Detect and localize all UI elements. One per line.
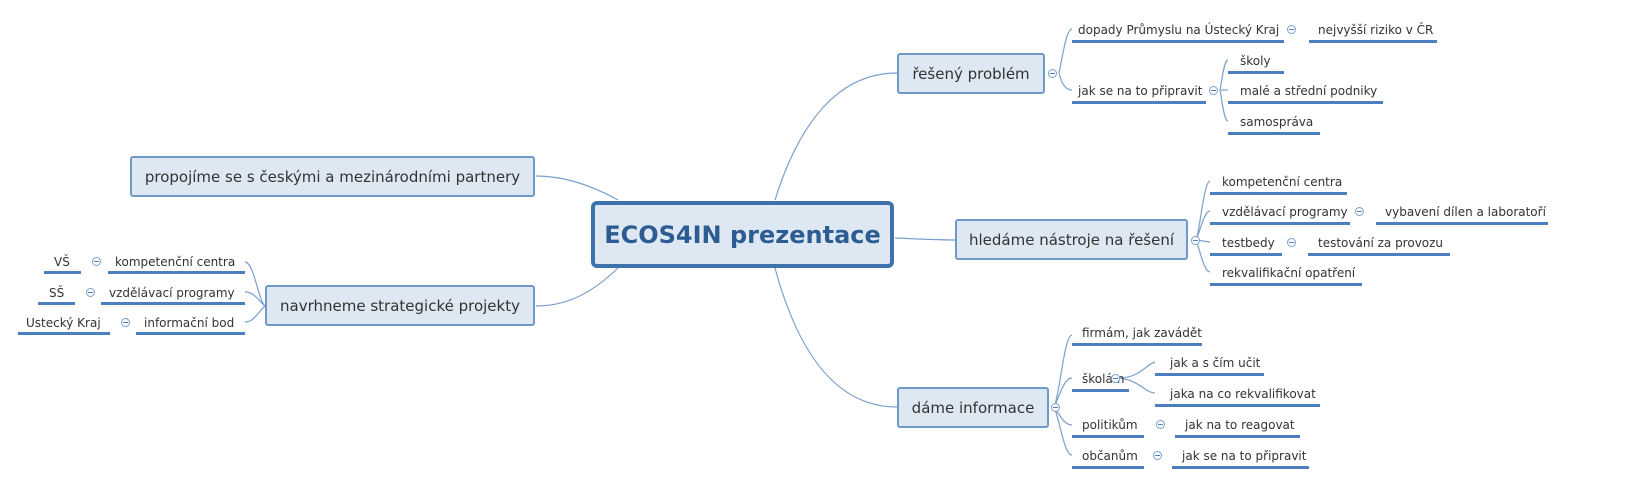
info-skolam-underline bbox=[1072, 389, 1129, 392]
projects-grandchild-vs-underline bbox=[44, 271, 81, 274]
projects-grandchild-ustecky[interactable]: Ustecký Kraj bbox=[26, 316, 101, 330]
partners-label: propojíme se s českými a mezinárodními p… bbox=[144, 167, 521, 186]
root-label: ECOS4IN prezentace bbox=[604, 220, 881, 249]
problem-dopady-underline bbox=[1072, 40, 1284, 43]
collapse-toggle-icon[interactable] bbox=[1153, 451, 1162, 460]
info-firmam-underline bbox=[1072, 343, 1202, 346]
tools-node[interactable]: hledáme nástroje na řešení bbox=[955, 219, 1188, 260]
info-ucit[interactable]: jak a s čím učit bbox=[1170, 356, 1261, 370]
projects-child-vzdelavaci-underline bbox=[101, 302, 245, 305]
partners-node[interactable]: propojíme se s českými a mezinárodními p… bbox=[130, 156, 535, 197]
tools-testovani-underline bbox=[1308, 253, 1450, 256]
tools-vybaveni[interactable]: vybavení dílen a laboratoří bbox=[1385, 205, 1546, 219]
info-rekvalifikovat-underline bbox=[1155, 404, 1320, 407]
problem-samosprava-underline bbox=[1228, 132, 1320, 135]
tools-vzdelavaci[interactable]: vzdělávací programy bbox=[1222, 205, 1348, 219]
info-obcanum[interactable]: občanům bbox=[1082, 449, 1138, 463]
tools-testbedy[interactable]: testbedy bbox=[1222, 236, 1275, 250]
tools-testovani[interactable]: testování za provozu bbox=[1318, 236, 1444, 250]
problem-riziko[interactable]: nejvyšší riziko v ČR bbox=[1318, 23, 1434, 37]
info-obcanum-underline bbox=[1072, 466, 1144, 469]
info-rekvalifikovat[interactable]: jaka na co rekvalifikovat bbox=[1170, 387, 1316, 401]
info-pripravit[interactable]: jak se na to připravit bbox=[1182, 449, 1307, 463]
projects-grandchild-ss[interactable]: SŠ bbox=[49, 286, 65, 300]
projects-label: navrhneme strategické projekty bbox=[280, 296, 520, 315]
info-node[interactable]: dáme informace bbox=[897, 387, 1049, 428]
projects-grandchild-ustecky-underline bbox=[18, 332, 110, 335]
problem-label: řešený problém bbox=[912, 64, 1030, 83]
info-reagovat[interactable]: jak na to reagovat bbox=[1185, 418, 1295, 432]
tools-kompetencni[interactable]: kompetenční centra bbox=[1222, 175, 1343, 189]
collapse-toggle-icon[interactable] bbox=[1191, 236, 1200, 245]
projects-grandchild-vs[interactable]: VŠ bbox=[54, 255, 70, 269]
tools-label: hledáme nástroje na řešení bbox=[968, 230, 1175, 249]
tools-rekvalifikacni[interactable]: rekvalifikační opatření bbox=[1222, 266, 1356, 280]
problem-podniky-underline bbox=[1228, 101, 1383, 104]
info-politikum-underline bbox=[1072, 435, 1144, 438]
collapse-toggle-icon[interactable] bbox=[1287, 238, 1296, 247]
tools-vybaveni-underline bbox=[1376, 222, 1548, 225]
collapse-toggle-icon[interactable] bbox=[1111, 374, 1120, 383]
problem-podniky[interactable]: malé a střední podniky bbox=[1240, 84, 1378, 98]
collapse-toggle-icon[interactable] bbox=[1209, 86, 1218, 95]
collapse-toggle-icon[interactable] bbox=[1287, 25, 1296, 34]
projects-child-informacni-underline bbox=[136, 332, 245, 335]
tools-kompetencni-underline bbox=[1210, 192, 1347, 195]
problem-node[interactable]: řešený problém bbox=[897, 53, 1045, 94]
projects-grandchild-ss-underline bbox=[38, 302, 75, 305]
projects-child-vzdelavaci[interactable]: vzdělávací programy bbox=[109, 286, 235, 300]
projects-child-informacni[interactable]: informační bod bbox=[144, 316, 235, 330]
collapse-toggle-icon[interactable] bbox=[92, 257, 101, 266]
tools-vzdelavaci-underline bbox=[1210, 222, 1350, 225]
projects-node[interactable]: navrhneme strategické projekty bbox=[265, 285, 535, 326]
problem-pripravit[interactable]: jak se na to připravit bbox=[1078, 84, 1203, 98]
tools-testbedy-underline bbox=[1210, 253, 1282, 256]
projects-child-kompetencni-underline bbox=[108, 271, 245, 274]
info-firmam[interactable]: firmám, jak zavádět bbox=[1082, 326, 1202, 340]
problem-skoly-underline bbox=[1228, 71, 1284, 74]
collapse-toggle-icon[interactable] bbox=[121, 318, 130, 327]
problem-riziko-underline bbox=[1309, 40, 1437, 43]
problem-pripravit-underline bbox=[1072, 101, 1206, 104]
collapse-toggle-icon[interactable] bbox=[1355, 207, 1364, 216]
collapse-toggle-icon[interactable] bbox=[1156, 420, 1165, 429]
collapse-toggle-icon[interactable] bbox=[86, 288, 95, 297]
collapse-toggle-icon[interactable] bbox=[1048, 69, 1057, 78]
info-label: dáme informace bbox=[911, 398, 1035, 417]
problem-dopady[interactable]: dopady Průmyslu na Ústecký Kraj bbox=[1078, 23, 1280, 37]
info-pripravit-underline bbox=[1172, 466, 1309, 469]
projects-child-kompetencni[interactable]: kompetenční centra bbox=[115, 255, 236, 269]
problem-skoly[interactable]: školy bbox=[1240, 54, 1271, 68]
info-reagovat-underline bbox=[1175, 435, 1300, 438]
info-politikum[interactable]: politikům bbox=[1082, 418, 1138, 432]
collapse-toggle-icon[interactable] bbox=[1051, 403, 1060, 412]
root-node[interactable]: ECOS4IN prezentace bbox=[591, 201, 894, 268]
info-ucit-underline bbox=[1155, 373, 1264, 376]
problem-samosprava[interactable]: samospráva bbox=[1240, 115, 1314, 129]
tools-rekvalifikacni-underline bbox=[1210, 283, 1362, 286]
